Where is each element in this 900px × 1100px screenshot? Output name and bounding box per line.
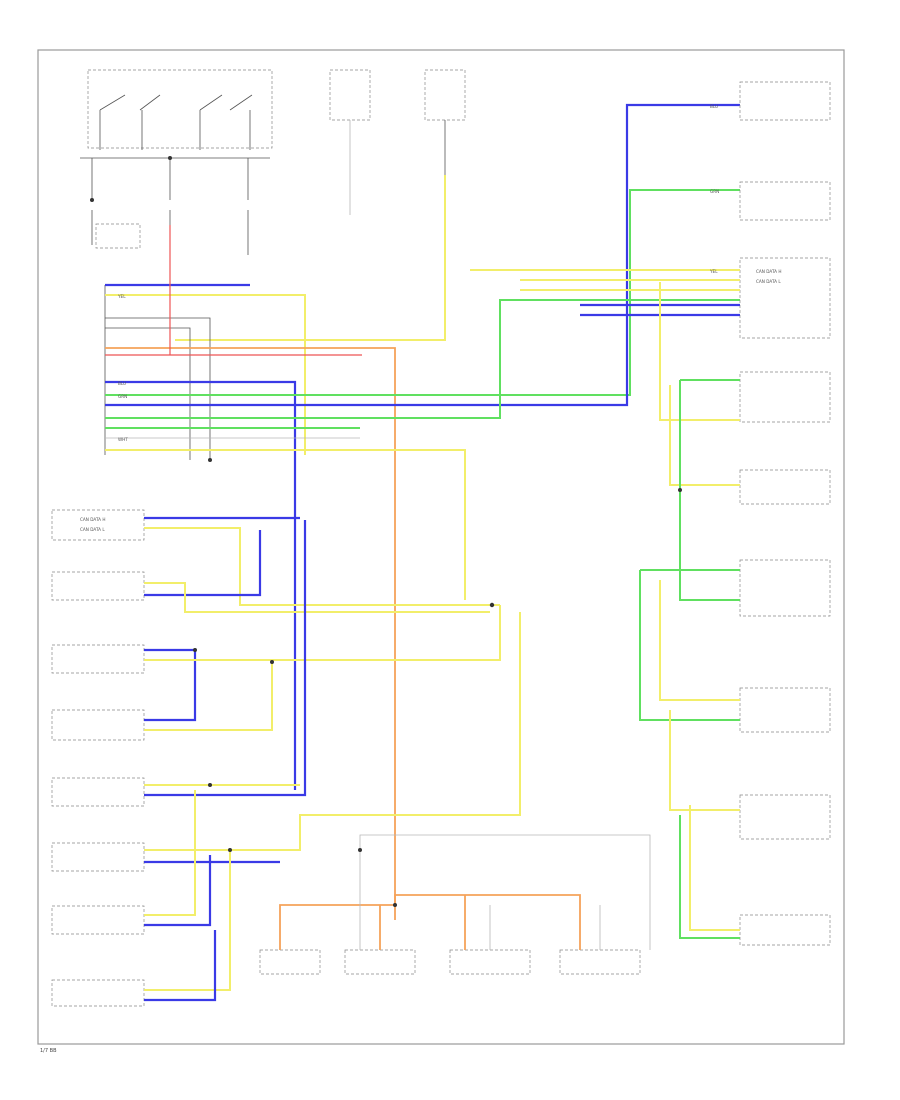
left-modules (51, 509, 521, 1007)
module-4 (739, 371, 831, 423)
left-module-1 (51, 509, 145, 541)
label-grn-1: GRN (118, 394, 127, 399)
fuse-box-1 (329, 69, 371, 121)
right-modules (470, 81, 831, 946)
left-module-8 (51, 979, 145, 1007)
bottom-module-3 (449, 949, 531, 975)
module-3-cluster (739, 257, 831, 339)
label-can-h-2: CAN DATA H (80, 517, 106, 522)
left-module-7 (51, 905, 145, 935)
bottom-module-4 (559, 949, 641, 975)
left-module-6 (51, 842, 145, 872)
main-connector-left (104, 103, 740, 920)
left-module-4 (51, 709, 145, 741)
left-module-2 (51, 571, 145, 601)
module-2 (739, 181, 831, 221)
ignition-switch-box (87, 69, 273, 149)
left-module-5 (51, 777, 145, 807)
module-1 (739, 81, 831, 121)
label-yel-1: YEL (117, 294, 126, 299)
label-blu-1: BLU (118, 381, 126, 386)
left-module-3 (51, 644, 145, 674)
label-can-l-1: CAN DATA L (756, 279, 781, 284)
label-grn-2: GRN (710, 189, 719, 194)
label-can-h-1: CAN DATA H (756, 269, 782, 274)
wire-labels: YEL BLU GRN WHT YEL BLU GRN CAN DATA H C… (80, 104, 782, 532)
bottom-module-1 (259, 949, 321, 975)
label-yel-2: YEL (709, 269, 718, 274)
module-6 (739, 559, 831, 617)
diagram-frame (37, 49, 845, 1045)
label-blu-2: BLU (710, 104, 718, 109)
fuse-box-2 (424, 69, 466, 121)
module-7 (739, 687, 831, 733)
label-wht-1: WHT (118, 437, 128, 442)
module-8 (739, 794, 831, 840)
module-9 (739, 914, 831, 946)
junction-dots (90, 156, 682, 907)
top-switch-group (80, 69, 273, 255)
bottom-modules (259, 834, 651, 975)
label-can-l-2: CAN DATA L (80, 527, 105, 532)
footer-code: 1/7 BB (40, 1048, 57, 1054)
bottom-module-2 (344, 949, 416, 975)
module-5 (739, 469, 831, 505)
fuse-columns (175, 69, 466, 341)
left-ground-box (95, 223, 141, 249)
